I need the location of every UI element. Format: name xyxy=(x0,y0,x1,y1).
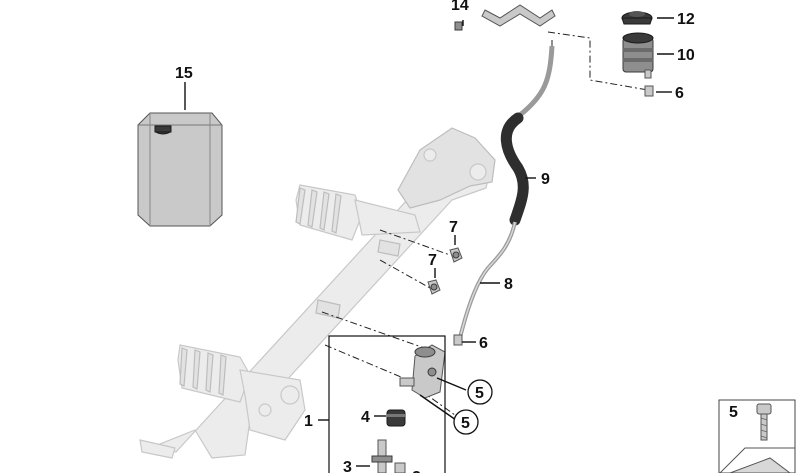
callout-5-upper-ring xyxy=(467,379,493,405)
pushrod-part xyxy=(371,439,406,473)
callout-3: 3 xyxy=(343,459,352,473)
callout-4: 4 xyxy=(361,409,370,426)
callout-5-upper: 5 xyxy=(475,385,484,402)
callout-8: 8 xyxy=(504,276,513,293)
callout-7-lower: 7 xyxy=(428,252,437,269)
fastener-part-7 xyxy=(427,247,463,295)
callout-5-lower: 5 xyxy=(461,415,470,432)
legend-label: 5 xyxy=(729,404,738,421)
fluid-can-part xyxy=(137,112,223,227)
callout-5-lower-ring xyxy=(453,409,479,435)
reservoir-cap-part xyxy=(621,11,653,25)
footrest-bracket-ghost xyxy=(139,127,496,459)
legend-screw-icon xyxy=(756,403,772,441)
bracket-clip-part xyxy=(454,4,556,31)
leader-lines xyxy=(184,17,674,467)
callout-15: 15 xyxy=(175,65,193,82)
master-cylinder-part xyxy=(399,344,446,399)
callout-10: 10 xyxy=(677,47,695,64)
hose-clamp-part-top xyxy=(644,85,654,97)
legend-arrow-icon xyxy=(729,457,791,473)
assembly-box xyxy=(328,335,446,473)
reservoir-part xyxy=(622,32,654,79)
callout-2-cut: 2 xyxy=(412,469,421,473)
seal-part xyxy=(386,409,406,427)
brake-hose-part xyxy=(453,45,555,346)
legend-box: 5 xyxy=(718,399,796,473)
callout-6-lower: 6 xyxy=(479,335,488,352)
callout-7-upper: 7 xyxy=(449,219,458,236)
callout-6-top: 6 xyxy=(675,85,684,102)
callout-9: 9 xyxy=(541,171,550,188)
callout-labels: 14 12 10 6 15 9 7 7 8 6 1 4 3 2 5 5 xyxy=(175,0,695,473)
callout-14: 14 xyxy=(451,0,469,14)
callout-1: 1 xyxy=(304,413,313,430)
callout-12: 12 xyxy=(677,11,695,28)
